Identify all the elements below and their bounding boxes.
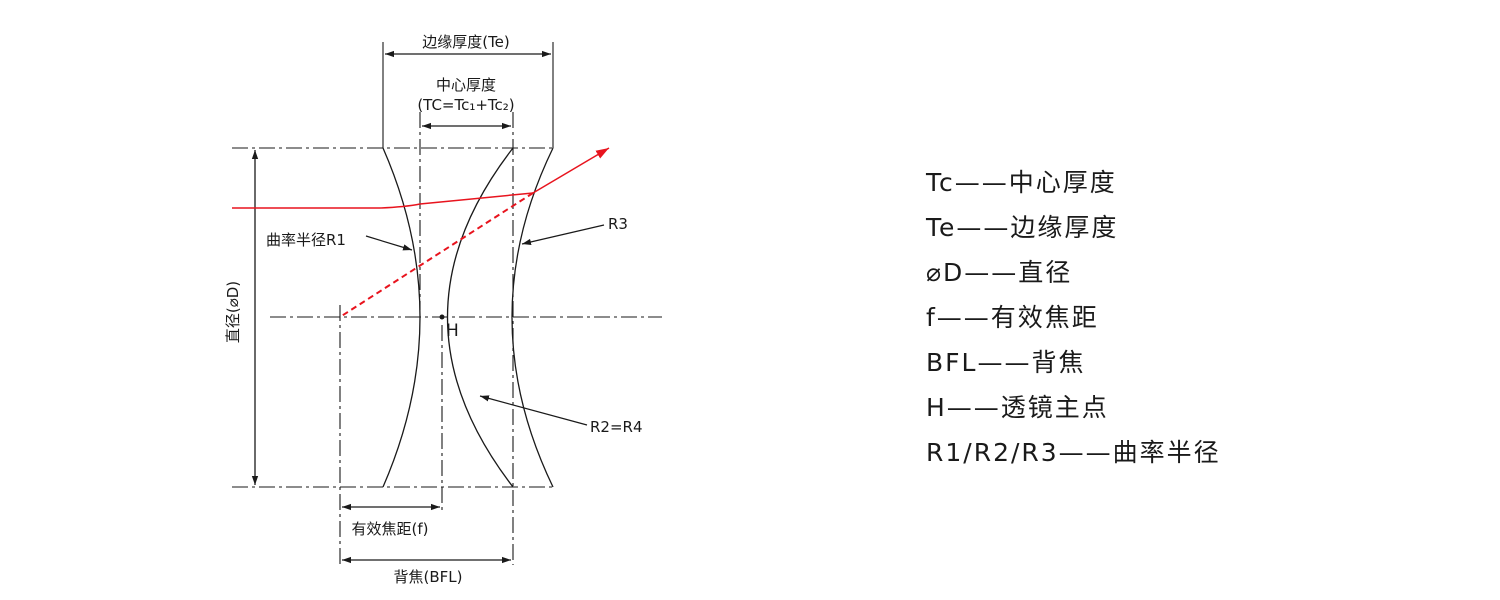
legend-item-tc: Tc——中心厚度 [926,168,1117,197]
lens1-surface-r2 [446,147,514,488]
legend-item-te: Te——边缘厚度 [926,213,1119,242]
edge-thickness-label: 边缘厚度(Te) [422,33,510,51]
r2-r4-label: R2=R4 [590,418,643,436]
bfl-label: 背焦(BFL) [394,568,463,586]
legend-item-radius: R1/R2/R3——曲率半径 [926,438,1221,467]
incident-ray [232,192,534,209]
legend-item-principal-point: H——透镜主点 [926,393,1109,422]
r3-leader [521,224,605,246]
legend-item-focal-length: f——有效焦距 [926,303,1099,332]
principal-point-label: H [446,321,459,341]
diameter-label: 直径(⌀D) [224,281,242,343]
r1-leader [365,235,413,251]
legend: Tc——中心厚度 Te——边缘厚度 ⌀D——直径 f——有效焦距 BFL——背焦… [926,160,1221,475]
center-thickness-title: 中心厚度 [436,76,496,94]
center-thickness-formula: (TC=Tc₁+Tc₂) [417,96,514,114]
r2-r4-leader [479,395,588,426]
r3-label: R3 [608,215,628,233]
legend-item-bfl: BFL——背焦 [926,348,1086,377]
legend-item-diameter: ⌀D——直径 [926,258,1073,287]
lens1-surface-r1 [382,147,421,488]
radius-r1-label: 曲率半径R1 [266,231,346,249]
focal-length-label: 有效焦距(f) [352,520,429,538]
principal-point-dot [439,314,445,320]
virtual-ray-extension [339,192,534,318]
lens-diagram: 边缘厚度(Te) 中心厚度 (TC=Tc₁+Tc₂) 曲率半径R1 R3 R2=… [224,33,662,586]
refracted-ray [532,147,610,194]
